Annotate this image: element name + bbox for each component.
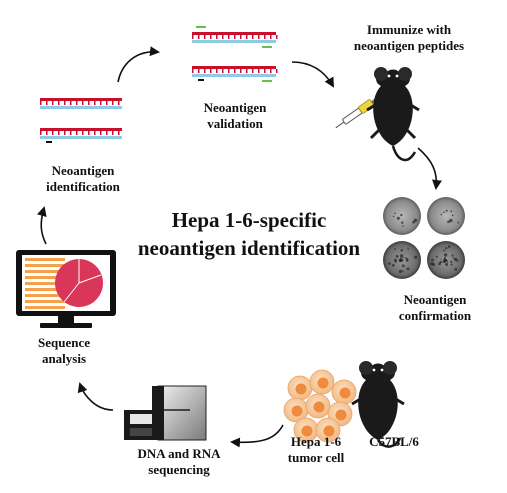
immunize-label-line2: neoantigen peptides	[353, 38, 465, 53]
identification-label-line1: Neoantigen	[51, 163, 115, 178]
mouse-strain-label: C57BL/6	[369, 434, 419, 449]
peptide-strand-icon	[192, 26, 278, 82]
analysis-label-line1: Sequence	[38, 335, 90, 350]
analysis-label-line2: analysis	[41, 351, 87, 366]
identification-label-line2: identification	[46, 179, 120, 194]
sequencer-icon	[124, 385, 207, 441]
confirmation-label-line2: confirmation	[398, 308, 472, 323]
monitor-pie-chart-icon	[16, 250, 116, 328]
mouse-icon	[366, 67, 420, 162]
diagram-title-line1: Hepa 1-6-specific	[171, 208, 327, 232]
validation-label-line2: validation	[207, 116, 263, 131]
diagram-title-line2: neoantigen identification	[137, 236, 361, 260]
validation-label-line1: Neoantigen	[203, 100, 267, 115]
mouse-icon	[351, 361, 405, 448]
sequencing-label-line2: sequencing	[148, 462, 210, 477]
peptide-strand-icon	[40, 98, 122, 143]
arrow-sequencing-to-analysis	[77, 382, 114, 411]
arrow-validation-to-immunize	[291, 61, 334, 88]
tumor-label-line1: Hepa 1-6	[290, 434, 342, 449]
arrow-immunize-to-confirmation	[417, 147, 442, 190]
cycle-arrows	[36, 46, 442, 448]
immunize-label-line1: Immunize with	[366, 22, 452, 37]
arrow-identification-to-validation	[117, 46, 160, 83]
elispot-well-icon	[383, 197, 465, 279]
tumor-cells-icon	[283, 369, 357, 443]
confirmation-label-line1: Neoantigen	[403, 292, 467, 307]
tumor-label-line2: tumor cell	[287, 450, 345, 465]
sequencing-label-line1: DNA and RNA	[137, 446, 221, 461]
arrow-analysis-to-identification	[36, 206, 47, 245]
arrow-mouse-to-sequencing	[230, 424, 284, 448]
